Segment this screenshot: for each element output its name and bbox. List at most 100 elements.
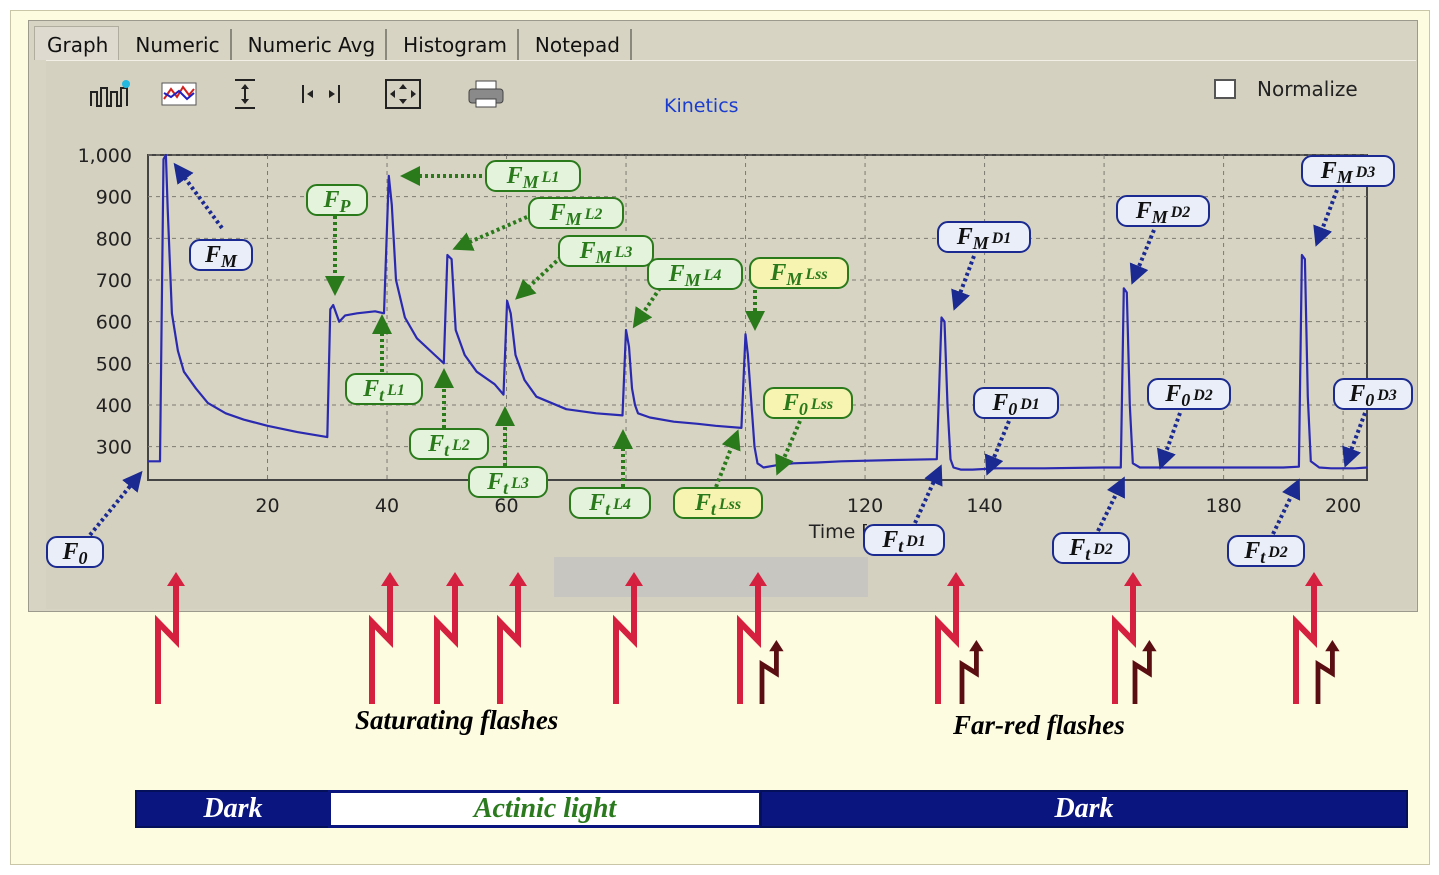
saturating-flash-arrow <box>1112 572 1142 704</box>
print-icon[interactable] <box>463 76 509 112</box>
far-red-flash-arrow <box>1315 640 1340 704</box>
annotation-label: F0 <box>46 536 104 568</box>
saturating-flashes-label: Saturating flashes <box>355 705 559 735</box>
tab-numeric-avg[interactable]: Numeric Avg <box>235 29 388 60</box>
x-tick-label: 40 <box>375 495 399 517</box>
y-tick-label: 1,000 <box>78 145 132 167</box>
tab-graph[interactable]: Graph <box>34 26 120 60</box>
saturating-flash-arrow <box>1293 572 1323 704</box>
chart-icon[interactable] <box>156 76 202 112</box>
tab-histogram[interactable]: Histogram <box>391 29 519 60</box>
x-tick-label: 60 <box>494 495 518 517</box>
fit-all-icon[interactable] <box>380 76 426 112</box>
annotation-label: FP <box>306 184 368 216</box>
annotation-arrow <box>1271 478 1301 535</box>
annotation-arrow <box>88 470 143 537</box>
x-tick-label: 120 <box>847 495 883 517</box>
annotation-arrow <box>1096 476 1125 532</box>
y-tick-label: 300 <box>96 437 132 459</box>
far-red-flash-arrow <box>959 640 984 704</box>
horizontal-scrollbar[interactable] <box>554 557 868 597</box>
saturating-flash-arrow <box>497 572 527 704</box>
y-tick-label: 600 <box>96 312 132 334</box>
svg-text:FP: FP <box>322 187 351 216</box>
annotation-arrow <box>452 215 528 251</box>
annotation-label: FM <box>189 239 253 271</box>
annotation-arrow <box>913 464 943 524</box>
annotation-arrow <box>173 162 224 230</box>
tab-bar: Graph Numeric Numeric Avg Histogram Note… <box>34 26 636 60</box>
svg-text:FM: FM <box>204 242 238 271</box>
dark-band-2: Dark <box>760 790 1408 828</box>
x-tick-label: 20 <box>255 495 279 517</box>
x-tick-label: 180 <box>1205 495 1241 517</box>
saturating-flash-arrow <box>935 572 965 704</box>
tab-notepad[interactable]: Notepad <box>522 29 632 60</box>
normalize-label: Normalize <box>1257 77 1358 101</box>
fit-horizontal-icon[interactable] <box>298 76 344 112</box>
far-red-flashes-label: Far-red flashes <box>953 710 1125 740</box>
y-tick-label: 400 <box>96 395 132 417</box>
tab-numeric[interactable]: Numeric <box>123 29 232 60</box>
actinic-light-band: Actinic light <box>328 790 762 828</box>
fit-vertical-icon[interactable] <box>222 76 268 112</box>
svg-text:F0: F0 <box>61 539 87 568</box>
y-tick-label: 800 <box>96 228 132 250</box>
saturating-flash-arrow <box>369 572 399 704</box>
saturating-flash-arrow <box>434 572 464 704</box>
saturating-flash-arrow <box>737 572 767 704</box>
saturating-flash-arrow <box>613 572 643 704</box>
x-tick-label: 200 <box>1325 495 1361 517</box>
kinetics-series-line <box>148 153 1368 471</box>
annotation-arrow <box>515 255 563 300</box>
y-tick-label: 700 <box>96 270 132 292</box>
chart-title: Kinetics <box>664 95 739 117</box>
pulse-icon[interactable] <box>88 76 134 112</box>
dark-band-1: Dark <box>135 790 331 828</box>
annotation-arrow <box>714 429 741 488</box>
y-tick-label: 500 <box>96 353 132 375</box>
y-tick-label: 900 <box>96 187 132 209</box>
x-tick-label: 140 <box>966 495 1002 517</box>
normalize-checkbox[interactable] <box>1214 79 1236 99</box>
